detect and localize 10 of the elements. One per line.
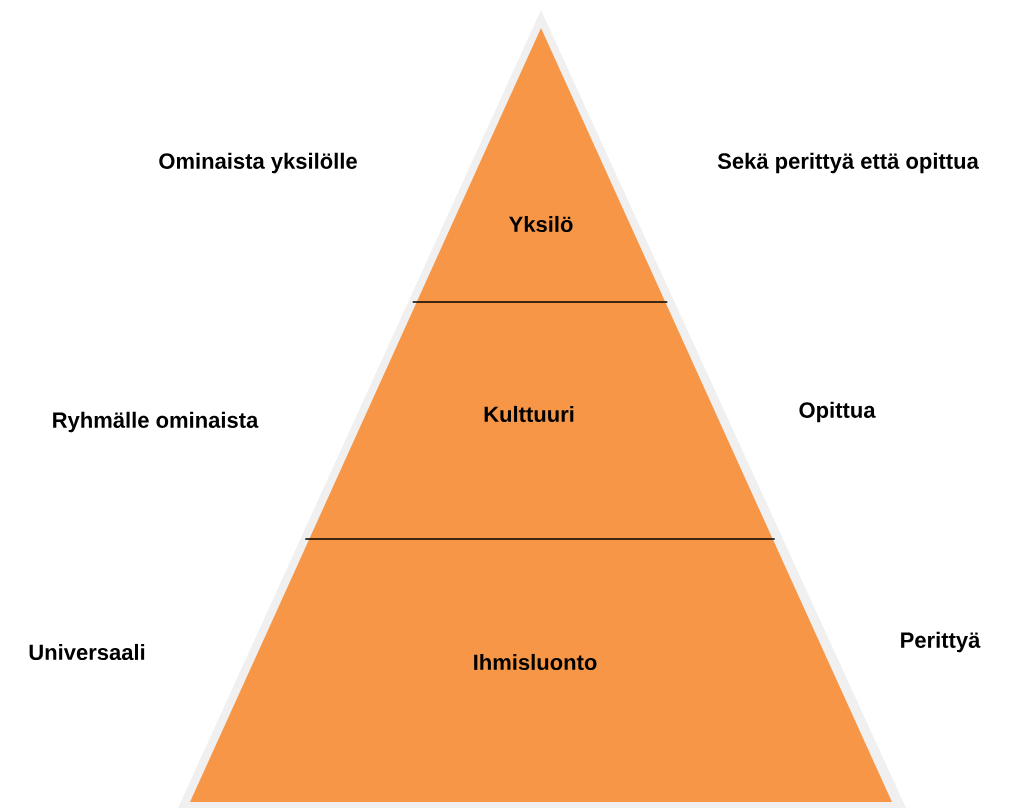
side-label: Ryhmälle ominaista (53, 411, 259, 433)
pyramid-tier: Yksilö (416, 28, 666, 302)
side-label: Universaali (29, 643, 145, 661)
side-label: Ominaista yksilölle (159, 152, 357, 174)
pyramid-tier: Kulttuuri (309, 301, 773, 539)
pyramid-tier: Ihmisluonto (190, 538, 892, 802)
side-label: Sekä perittyä että opittua (717, 152, 979, 174)
node-label: Kulttuuri (484, 405, 574, 423)
node-label: Yksilö (508, 215, 573, 233)
side-label: Opittua (799, 401, 876, 423)
